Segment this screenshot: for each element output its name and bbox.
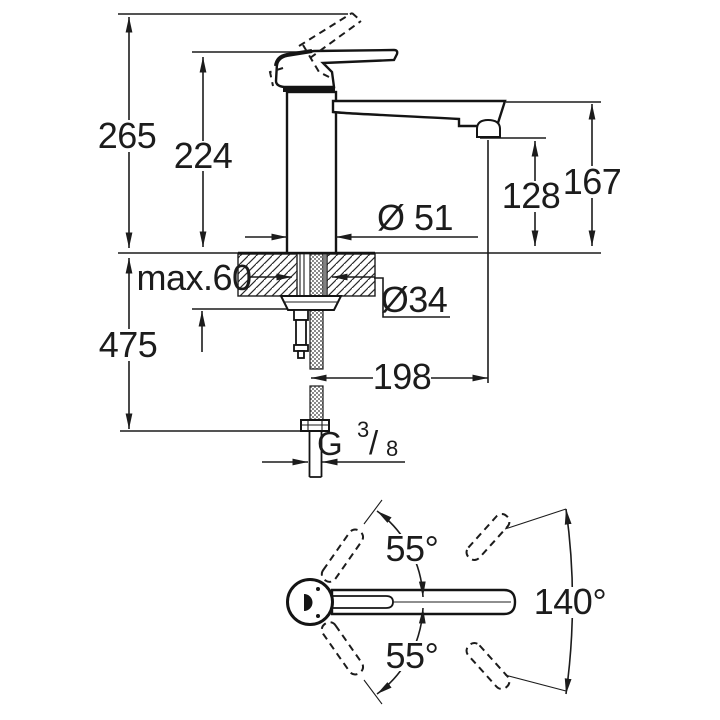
lever-top-view	[331, 595, 394, 609]
label-thread-g38: G 3 / 8	[317, 417, 399, 462]
top-view: 55° 55° 140°	[286, 499, 607, 705]
countertop-section	[237, 251, 376, 297]
label-outlet-clearance: 128	[502, 175, 561, 216]
label-height-to-handle: 224	[174, 135, 233, 176]
label-body-diameter: Ø 51	[377, 197, 453, 238]
label-handle-swing-up: 55°	[386, 528, 439, 569]
handle-base-ring	[283, 87, 335, 92]
handle-position-dashed-bars	[320, 513, 511, 690]
raised-lever-dashed	[268, 12, 362, 87]
label-max-deck-thickness: max.60	[136, 257, 251, 298]
label-spout-swivel-range: 140°	[534, 581, 606, 622]
handle-top-edge	[274, 49, 313, 67]
threaded-stud	[293, 309, 309, 359]
angle-leg-lines-left	[363, 499, 383, 705]
label-handle-swing-down: 55°	[386, 635, 439, 676]
thread-slash: /	[369, 424, 379, 461]
faucet-front-view	[268, 12, 507, 255]
label-spout-top-height: 167	[563, 161, 622, 202]
outlet-marking	[304, 594, 313, 611]
flex-hose-braided-lower	[309, 385, 324, 421]
thread-letter: G	[317, 425, 342, 462]
label-spout-reach: 198	[373, 356, 432, 397]
hose-end-tube	[308, 431, 323, 478]
extension-lines	[118, 13, 601, 432]
label-hose-length: 475	[99, 324, 158, 365]
hose-end-nut	[300, 419, 330, 432]
dimension-lines	[125, 17, 596, 466]
faucet-spout	[331, 99, 507, 128]
mounting-washer	[279, 295, 343, 311]
label-height-overall: 265	[98, 115, 157, 156]
faucet-body	[285, 90, 338, 255]
thread-numerator: 3	[357, 417, 369, 442]
label-shank-diameter: Ø34	[381, 279, 448, 320]
flex-hose-braided	[309, 253, 324, 370]
angle-leg-lines-right	[504, 508, 567, 692]
dimension-labels: 265 224 475 167 128 Ø 51 Ø34 max.60 198 …	[98, 115, 622, 462]
thread-denominator: 8	[386, 436, 398, 461]
under-counter-parts	[279, 253, 343, 478]
aerator	[476, 118, 501, 138]
